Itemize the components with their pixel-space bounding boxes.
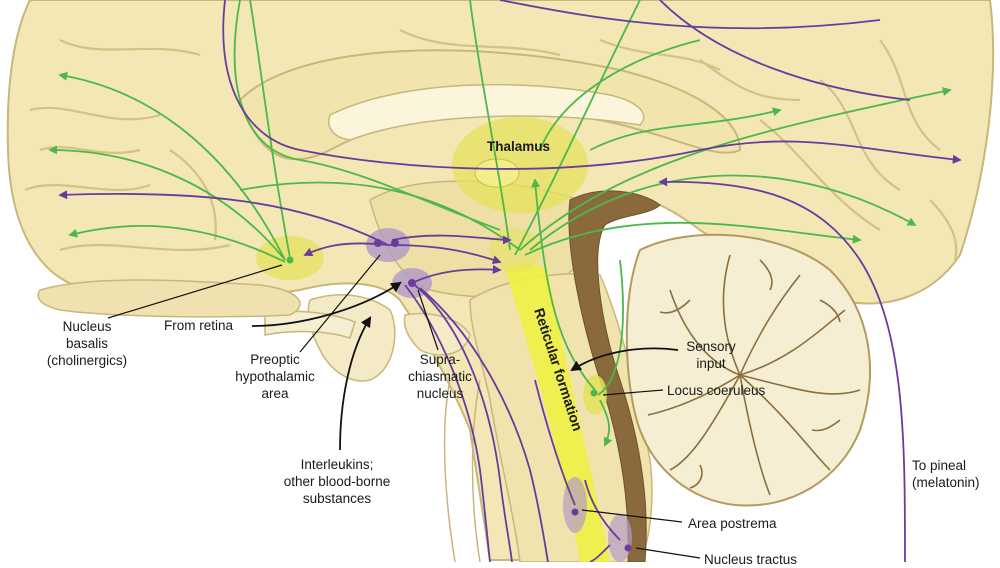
green-pathways xyxy=(48,0,952,447)
interleukins-line1: Interleukins; xyxy=(300,457,374,472)
suprachiasmatic-line3: nucleus xyxy=(416,386,464,401)
brainstem-lower-outline xyxy=(443,379,481,562)
nucleus-basalis-label: Nucleus basalis (cholinergics) xyxy=(37,318,137,369)
orbital-lobe xyxy=(37,279,301,318)
purple-pathways xyxy=(58,0,962,562)
brainstem-dark-edge xyxy=(568,190,661,562)
to-pineal-line1: To pineal xyxy=(912,458,967,473)
suprachiasmatic-line2: chiasmatic xyxy=(408,369,472,384)
sensory-input-line1: Sensory xyxy=(686,339,736,354)
sensory-input-label: Sensory input xyxy=(676,338,746,372)
nucleus-basalis-line1: Nucleus xyxy=(62,319,112,334)
leader-lines xyxy=(107,254,701,559)
interleukins-line2: other blood-borne xyxy=(283,474,391,489)
thalamus-label: Thalamus xyxy=(487,139,551,154)
interleukins-line3: substances xyxy=(302,491,372,506)
nucleus-basalis-line3: (cholinergics) xyxy=(46,353,128,368)
pathway-dots xyxy=(286,239,632,552)
cerebellar-folia xyxy=(647,254,861,496)
lateral-ventricle xyxy=(328,83,645,141)
to-pineal-label: To pineal (melatonin) xyxy=(912,457,980,491)
suprachiasmatic-label: Supra- chiasmatic nucleus xyxy=(395,351,485,402)
gyri-folds xyxy=(24,29,958,261)
area-postrema-label: Area postrema xyxy=(688,516,777,531)
preoptic-line3: area xyxy=(261,386,289,401)
locus-coeruleus-label: Locus coeruleus xyxy=(667,383,766,398)
suprachiasmatic-line1: Supra- xyxy=(419,352,461,367)
nucleus-tractus-label: Nucleus tractus xyxy=(704,552,798,567)
to-pineal-line2: (melatonin) xyxy=(912,475,980,490)
interleukins-label: Interleukins; other blood-borne substanc… xyxy=(262,456,412,507)
nucleus-basalis-line2: basalis xyxy=(65,336,109,351)
thalamus-inner xyxy=(474,158,520,188)
preoptic-line1: Preoptic xyxy=(250,352,300,367)
sensory-input-line2: input xyxy=(696,356,726,371)
from-retina-label: From retina xyxy=(164,318,234,333)
preoptic-label: Preoptic hypothalamic area xyxy=(220,351,330,402)
cerebellum xyxy=(625,233,871,507)
preoptic-line2: hypothalamic xyxy=(235,369,315,384)
thalamus-highlight xyxy=(452,117,588,213)
nucleus-tractus-region xyxy=(608,514,632,562)
